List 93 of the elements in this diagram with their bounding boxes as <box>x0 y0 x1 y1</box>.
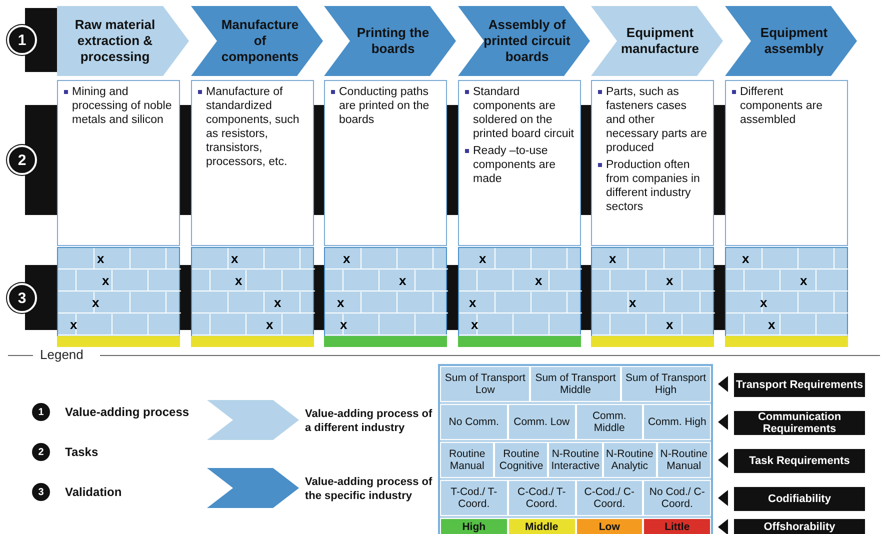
check-mark: x <box>266 318 274 331</box>
task-card <box>57 80 180 246</box>
check-mark: x <box>343 252 350 265</box>
process-title: Manufacture of components <box>220 17 300 65</box>
task-card <box>191 80 314 246</box>
check-mark: x <box>70 318 78 331</box>
validation-grid <box>191 247 314 346</box>
process-step <box>324 6 456 76</box>
legend-text: Value-adding process of the specific industry <box>305 475 433 503</box>
process-title: Raw material extraction & processing <box>74 17 156 65</box>
check-mark: x <box>760 296 768 309</box>
check-mark: x <box>235 274 242 287</box>
task-card <box>591 80 714 246</box>
rating-cell: High <box>440 518 508 534</box>
legend-number: 2 <box>32 443 50 461</box>
table-cell: Sum of Transport High <box>620 366 711 402</box>
check-mark: x <box>399 274 406 287</box>
legend-text: Value-adding process <box>65 405 190 419</box>
requirement-tag: Codifiability <box>734 487 865 511</box>
table-cell: T-Cod./ T-Coord. <box>440 480 508 516</box>
process-step <box>458 6 590 76</box>
rating-cell: Little <box>643 518 711 534</box>
requirement-tag: Transport Requirements <box>734 373 865 397</box>
legend-heading: Legend <box>40 347 84 362</box>
row-number: 2 <box>7 145 37 175</box>
process-step <box>591 6 723 76</box>
process-title: Printing the boards <box>356 25 430 57</box>
bullet-text: Parts, such as fasteners cases and other necessary parts are produced <box>598 85 707 155</box>
row-number: 1 <box>7 25 37 55</box>
check-mark: x <box>102 274 110 287</box>
validation-grid <box>591 247 714 346</box>
legend-number: 3 <box>32 483 50 501</box>
check-mark: x <box>469 296 476 309</box>
legend-text: Validation <box>65 485 122 499</box>
task-card <box>458 80 581 246</box>
check-mark: x <box>742 252 750 265</box>
process-title: Assembly of printed circuit boards <box>482 17 572 65</box>
check-mark: x <box>800 274 808 287</box>
table-cell: Comm. Low <box>508 404 576 440</box>
check-mark: x <box>337 296 344 309</box>
bullet-text: Standard components are soldered on the printed board circuit <box>465 85 574 141</box>
check-mark: x <box>666 274 674 287</box>
table-cell: N-Routine Interactive <box>548 442 603 478</box>
task-card <box>324 80 447 246</box>
row-number: 3 <box>7 283 37 313</box>
check-mark: x <box>609 252 616 265</box>
check-mark: x <box>768 318 776 331</box>
check-mark: x <box>92 296 100 309</box>
rating-cell: Low <box>576 518 644 534</box>
table-cell: C-Cod./ C-Coord. <box>576 480 644 516</box>
table-cell: Comm. High <box>643 404 711 440</box>
bullet-text: Production often from companies in different industry sectors <box>598 158 707 214</box>
table-cell: C-Cod./ T-Coord. <box>508 480 576 516</box>
check-mark: x <box>629 296 636 309</box>
validation-grid <box>458 247 581 346</box>
validation-grid <box>57 247 180 346</box>
bullet-text: Different components are assembled <box>732 85 841 127</box>
bullet-text: Conducting paths are printed on the boards <box>331 85 440 127</box>
check-mark: x <box>274 296 282 309</box>
check-mark: x <box>479 252 486 265</box>
check-mark: x <box>535 274 542 287</box>
task-card <box>725 80 848 246</box>
rating-cell: Middle <box>508 518 576 534</box>
legend-text: Tasks <box>65 445 98 459</box>
process-title: Equipment assembly <box>759 25 829 57</box>
bullet-text: Manufacture of standardized components, such as resistors, transistors, processors, etc. <box>198 85 307 169</box>
table-cell: Sum of Transport Low <box>440 366 530 402</box>
check-mark: x <box>231 252 238 265</box>
table-cell: Sum of Transport Middle <box>530 366 621 402</box>
requirement-tag: Offshorability <box>734 519 865 534</box>
table-cell: N-Routine Analytic <box>602 442 657 478</box>
process-title: Equipment manufacture <box>620 25 700 57</box>
check-mark: x <box>666 318 674 331</box>
process-step <box>57 6 189 76</box>
check-mark: x <box>340 318 348 331</box>
requirement-tag: Communication Requirements <box>734 411 865 435</box>
table-cell: Comm. Middle <box>576 404 644 440</box>
bullet-text: Mining and processing of noble metals and silicon <box>64 85 173 127</box>
legend-text: Value-adding process of a different industry <box>305 407 433 435</box>
bullet-text: Ready –to-use components are made <box>465 144 574 186</box>
legend-number: 1 <box>32 403 50 421</box>
check-mark: x <box>97 252 104 265</box>
table-cell: Routine Cognitive <box>494 442 548 478</box>
table-cell: No Cod./ C-Coord. <box>643 480 711 516</box>
validation-grid <box>324 247 447 346</box>
table-cell: No Comm. <box>440 404 508 440</box>
table-cell: N-Routine Manual <box>656 442 711 478</box>
table-cell: Routine Manual <box>440 442 494 478</box>
validation-grid <box>725 247 848 346</box>
process-step <box>191 6 323 76</box>
requirement-tag: Task Requirements <box>734 449 865 473</box>
process-step <box>725 6 857 76</box>
check-mark: x <box>471 318 478 331</box>
